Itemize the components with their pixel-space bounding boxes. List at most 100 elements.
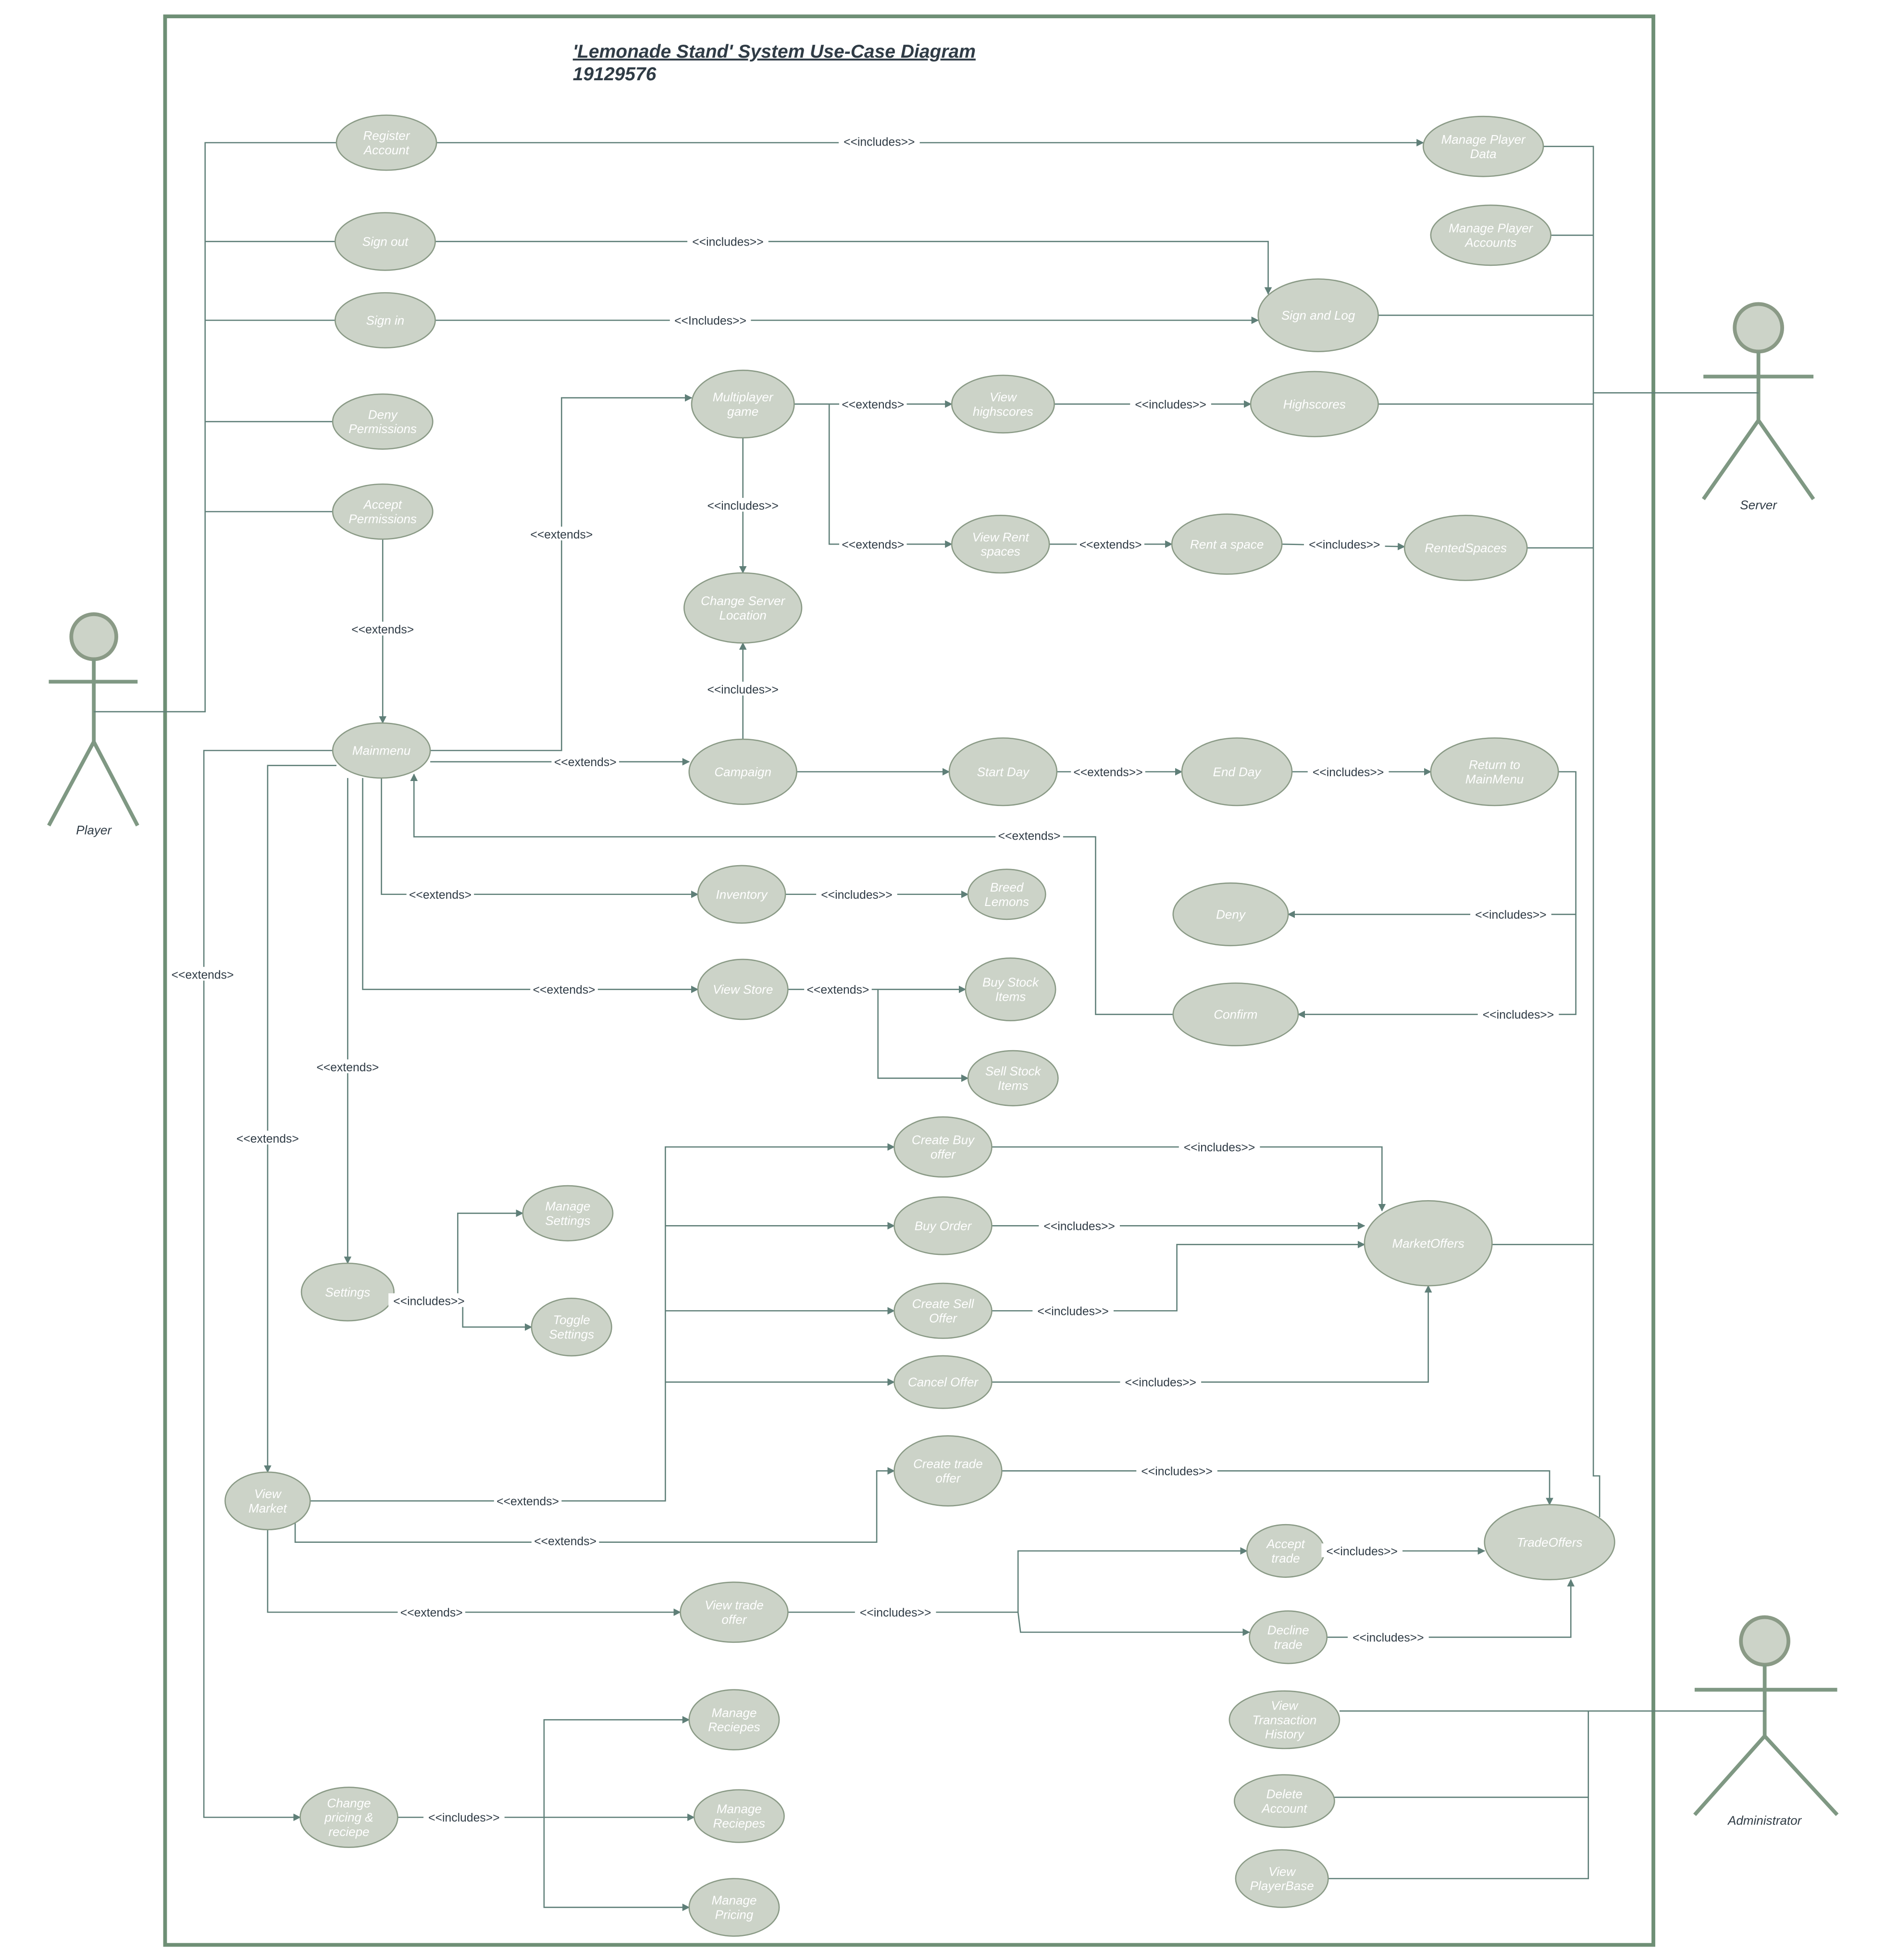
relation-label-l-mp-vh: <<extends> (839, 397, 907, 411)
relation-label-l-sd-ed: <<extends>> (1071, 764, 1145, 779)
connector-41 (992, 1285, 1432, 1383)
use-case-rent-space[interactable]: Rent a space (1171, 513, 1283, 575)
use-case-highscores[interactable]: Highscores (1250, 371, 1379, 437)
use-case-rented-spaces[interactable]: RentedSpaces (1403, 515, 1528, 581)
use-case-label: Manage Player (1441, 132, 1526, 147)
use-case-label: Lemons (984, 894, 1029, 909)
connector-61 (1328, 1797, 1589, 1879)
use-case-label: offer (931, 1147, 956, 1161)
use-case-confirm[interactable]: Confirm (1172, 982, 1299, 1046)
relation-label-text: <<extends>> (1073, 766, 1142, 779)
use-case-signin[interactable]: Sign in (335, 292, 436, 348)
use-case-deny[interactable]: Deny (1172, 882, 1289, 946)
use-case-label: Rent a space (1190, 537, 1264, 551)
use-case-view-store[interactable]: View Store (697, 958, 789, 1020)
relation-label-l-signout: <<includes>> (687, 234, 769, 249)
use-case-label: Manage (711, 1893, 757, 1908)
relation-label-bg (397, 1604, 465, 1619)
use-case-signout[interactable]: Sign out (335, 212, 436, 271)
use-case-shape (688, 1878, 780, 1937)
use-case-buy-order[interactable]: Buy Order (893, 1196, 993, 1255)
relation-label-bg (1032, 1303, 1114, 1317)
use-case-shape (893, 1196, 993, 1255)
use-case-label: trade (1274, 1637, 1303, 1651)
relation-label-l-mp-cs: <<includes>> (702, 497, 783, 513)
relation-label-l-rs-rented: <<includes>> (1303, 536, 1385, 551)
connector-13 (828, 404, 953, 548)
relation-label-bg (702, 497, 783, 512)
relation-label-text: <<includes>> (393, 1295, 464, 1308)
use-case-shape (893, 1282, 993, 1339)
relation-label-l-dt: <<includes>> (1348, 1629, 1429, 1645)
relation-label-bg (839, 397, 907, 410)
use-case-end-day[interactable]: End Day (1181, 737, 1293, 806)
actor-administrator[interactable]: Administrator (1693, 1615, 1839, 1828)
use-case-start-day[interactable]: Start Day (948, 737, 1058, 806)
relation-label-bg (314, 1059, 382, 1073)
use-case-label: Accept (362, 497, 402, 512)
use-case-shape (335, 114, 437, 171)
use-case-trade-offers[interactable]: TradeOffers (1484, 1504, 1615, 1581)
relation-label-text: <<extends> (533, 984, 596, 997)
relation-label-text: <<extends> (554, 756, 617, 769)
use-case-mainmenu[interactable]: Mainmenu (332, 722, 431, 779)
use-case-market-offers[interactable]: MarketOffers (1364, 1200, 1493, 1287)
relation-label-l-cto: <<includes>> (1136, 1463, 1217, 1478)
use-case-label: trade (1271, 1551, 1300, 1565)
use-case-shape (688, 1689, 780, 1750)
use-case-shape (1422, 115, 1544, 177)
relation-label-bg (406, 887, 474, 901)
actor-server[interactable]: Server (1701, 302, 1815, 512)
relation-label-bg (348, 621, 417, 636)
use-case-label: Permissions (348, 512, 417, 526)
relation-label-l-at: <<includes>> (1321, 1543, 1403, 1558)
use-case-sign-and-log[interactable]: Sign and Log (1257, 278, 1379, 352)
relation-label-text: <<extends> (998, 830, 1061, 843)
relation-label-text: <<includes>> (1483, 1009, 1554, 1022)
use-case-label: Account (1261, 1801, 1308, 1815)
relation-label-text: <<includes>> (821, 889, 892, 902)
relation-label-bg (1077, 536, 1144, 551)
relation-label-bg (388, 1293, 470, 1307)
use-case-shape (1228, 1690, 1340, 1749)
use-case-campaign[interactable]: Campaign (688, 738, 797, 805)
connector-45 (267, 1529, 682, 1616)
connector-40 (992, 1241, 1365, 1312)
use-case-label: History (1265, 1727, 1305, 1741)
use-case-settings[interactable]: Settings (300, 1263, 395, 1322)
use-case-cancel-offer[interactable]: Cancel Offer (893, 1355, 993, 1409)
use-case-inventory[interactable]: Inventory (697, 865, 786, 924)
actor-player[interactable]: Player (47, 612, 139, 837)
